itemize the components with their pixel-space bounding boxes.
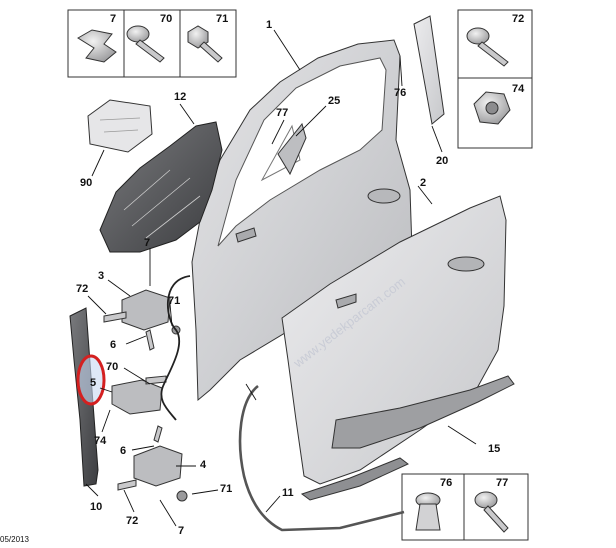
push-clip-76-icon [415, 492, 441, 531]
screw-72-icon [466, 27, 509, 67]
date-stamp: 05/2013 [0, 535, 29, 543]
label-70: 70 [160, 13, 172, 25]
nut-74-icon [473, 91, 511, 125]
callout-72b: 72 [126, 515, 138, 527]
callout-10: 10 [90, 501, 102, 513]
callout-70: 70 [106, 361, 118, 373]
label-71: 71 [216, 13, 228, 25]
door-frame-part [191, 39, 413, 402]
label-77: 77 [496, 477, 508, 489]
callout-20: 20 [436, 155, 448, 167]
callout-1: 1 [266, 19, 272, 31]
callout-71b: 71 [220, 483, 232, 495]
lower-hinge-part [117, 425, 188, 502]
callout-4: 4 [200, 459, 207, 471]
mirror-trim-part [413, 15, 445, 125]
callout-7b: 7 [178, 525, 184, 537]
label-74: 74 [512, 83, 525, 95]
screw-70-icon [126, 25, 165, 63]
callout-5: 5 [90, 377, 96, 389]
leader-lines [85, 29, 477, 527]
quarter-trim-part [277, 122, 307, 176]
callout-25: 25 [328, 95, 340, 107]
callout-11: 11 [282, 487, 294, 499]
callout-6b: 6 [120, 445, 126, 457]
bolt-71-icon [187, 25, 223, 63]
callout-15: 15 [488, 443, 500, 455]
fastener-box-top-left: 7 70 71 [67, 9, 237, 78]
check-strap-part [111, 375, 167, 415]
screw-77-icon [474, 491, 509, 533]
door-harness-part [160, 275, 191, 421]
callout-77a: 77 [276, 107, 288, 119]
callout-6a: 6 [110, 339, 116, 351]
callouts: 1 2 3 4 5 6 6 7 7 10 11 12 15 20 25 70 7… [76, 19, 500, 537]
callout-71a: 71 [168, 295, 180, 307]
callout-76: 76 [394, 87, 406, 99]
fastener-box-bottom-right: 76 77 [401, 473, 529, 541]
label-7: 7 [110, 13, 116, 25]
callout-90: 90 [80, 177, 92, 189]
door-skin-part [281, 195, 507, 485]
door-seal-part [238, 384, 405, 532]
label-76: 76 [440, 477, 452, 489]
control-unit-part [87, 99, 153, 153]
callout-2: 2 [420, 177, 426, 189]
fastener-box-top-right: 72 74 [457, 9, 533, 149]
callout-7a: 7 [144, 237, 150, 249]
callout-3: 3 [98, 270, 104, 282]
spring-clip-icon [77, 29, 117, 63]
sill-moulding-part [300, 375, 515, 501]
label-72: 72 [512, 13, 524, 25]
callout-74: 74 [94, 435, 107, 447]
highlight-ring [76, 354, 106, 406]
callout-72a: 72 [76, 283, 88, 295]
inner-module-part [99, 121, 223, 253]
callout-12: 12 [174, 91, 186, 103]
